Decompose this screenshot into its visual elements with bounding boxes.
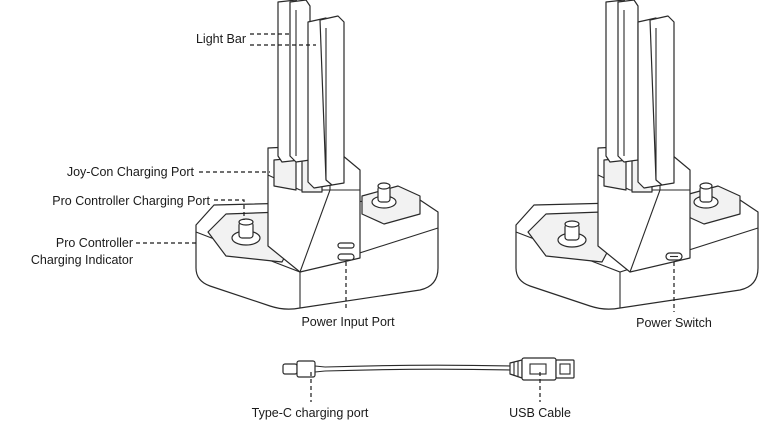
label-power-input-port: Power Input Port [301,315,395,329]
label-light-bar: Light Bar [196,32,246,46]
back-cradle-post-right [693,182,719,209]
label-usb-cable: USB Cable [509,406,571,420]
callout-leaders [136,33,675,402]
dock-front-view [195,0,439,310]
back-cradle-post [557,220,587,248]
usb-cable [282,357,575,381]
label-type-c-charging-port: Type-C charging port [252,406,369,420]
usb-a-connector [521,357,557,381]
power-input-port [337,253,355,261]
status-slot [337,242,355,249]
pro-controller-post [231,218,261,246]
label-pro-controller-indicator-line2: Charging Indicator [31,253,133,267]
dock-back-view [515,0,759,310]
label-joycon-charging-port: Joy-Con Charging Port [67,165,195,179]
pro-controller-post-right [371,182,397,209]
light-bar-pair-back [605,0,675,189]
label-pro-controller-indicator-line1: Pro Controller [56,236,133,250]
label-pro-controller-charging-port: Pro Controller Charging Port [52,194,210,208]
type-c-connector [282,363,298,375]
light-bar-pair [277,0,345,189]
label-power-switch: Power Switch [636,316,712,330]
